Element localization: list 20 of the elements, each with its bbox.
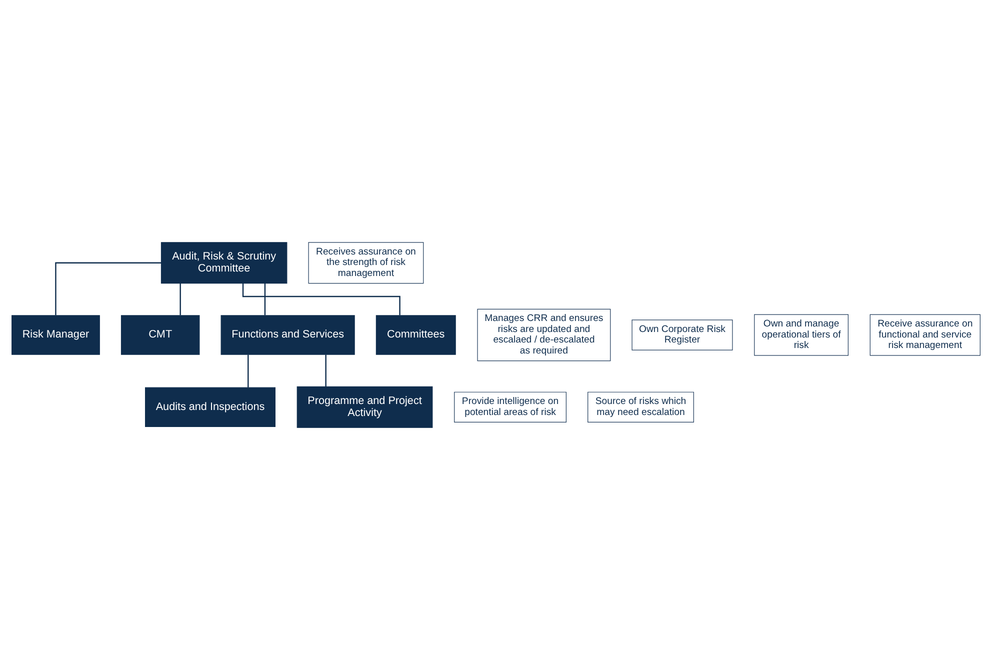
node-box: Manages CRR and ensures risks are updated and escalaed / de-escalated as required: [477, 308, 611, 361]
node-box: Own Corporate Risk Register: [632, 319, 733, 350]
connector: [248, 354, 249, 387]
connector: [242, 282, 400, 315]
node-box: Provide intelligence on potential areas of risk: [454, 391, 566, 422]
connector: [55, 262, 162, 315]
node-box: Audits and Inspections: [145, 386, 276, 426]
node-box: Receive assurance on functional and service risk management: [870, 314, 980, 356]
connector: [180, 282, 181, 315]
connector: [325, 354, 326, 386]
connector: [264, 282, 266, 315]
node-box: Committees: [376, 314, 456, 354]
node-box: CMT: [120, 314, 200, 354]
node-box: Receives assurance on the strength of risk management: [308, 242, 424, 284]
node-box: Functions and Services: [220, 314, 355, 354]
node-box: Source of risks which may need escalation: [588, 391, 694, 422]
node-box: Audit, Risk & Scrutiny Committee: [160, 242, 288, 284]
node-box: Programme and Project Activity: [296, 386, 433, 428]
node-box: Own and manage operational tiers of risk: [754, 314, 848, 356]
node-box: Risk Manager: [12, 314, 100, 354]
